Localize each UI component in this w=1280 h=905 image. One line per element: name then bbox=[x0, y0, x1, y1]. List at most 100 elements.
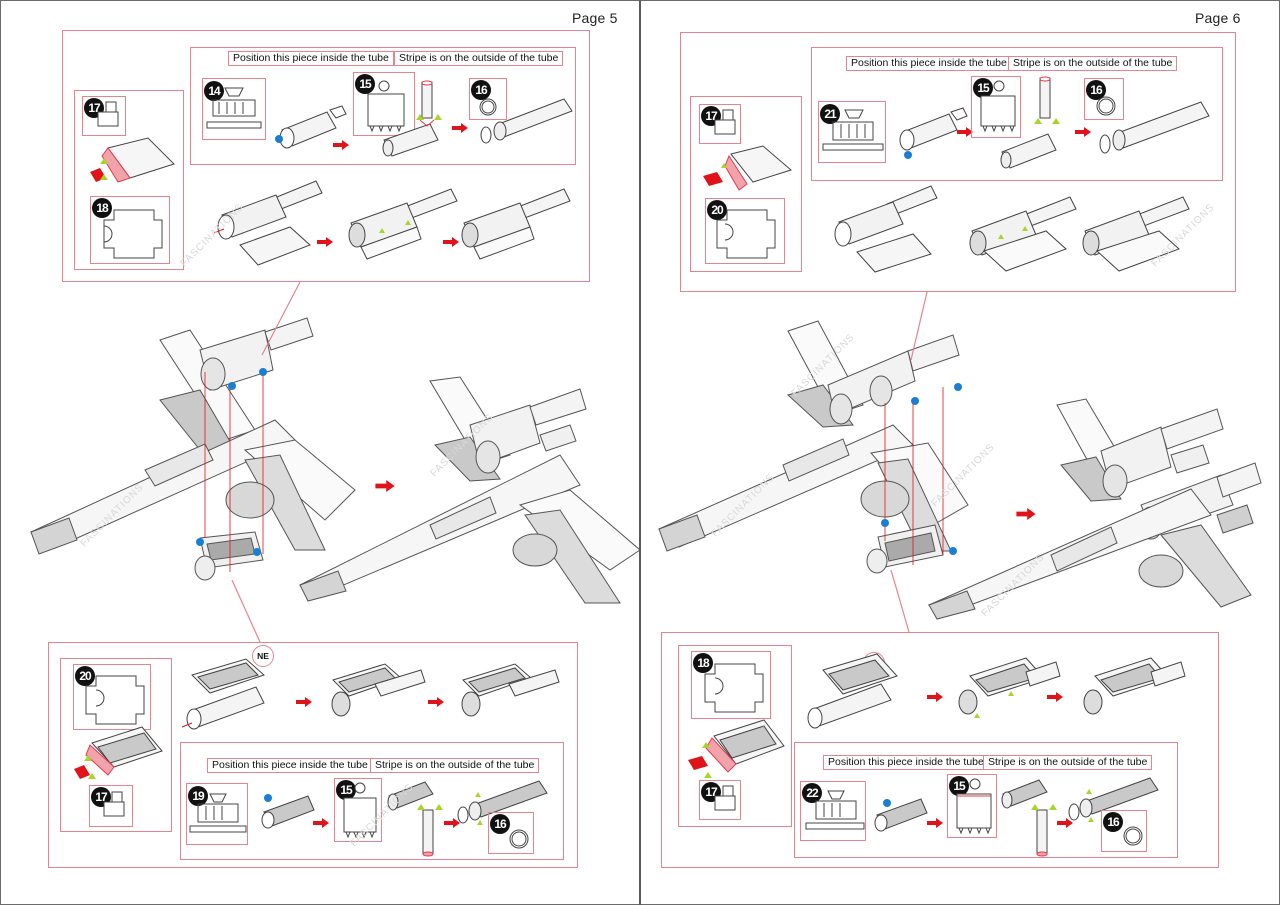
step-badge-16: 16 bbox=[490, 814, 510, 834]
part-21-flat-icon bbox=[822, 109, 884, 151]
side-panel-assembly-drawing bbox=[90, 137, 175, 183]
next-arrow-icon bbox=[375, 480, 395, 492]
part-20-box bbox=[73, 664, 151, 730]
tube-19-drawing bbox=[261, 794, 315, 829]
xwing-assembled-drawing bbox=[298, 376, 641, 604]
stripe-outside-label: Stripe is on the outside of the tube bbox=[394, 51, 564, 66]
bottom-side-panel-callout bbox=[60, 658, 172, 832]
part-20-box bbox=[705, 198, 785, 264]
next-arrow-icon bbox=[1047, 692, 1063, 702]
callout-leader-lines bbox=[231, 281, 301, 643]
callout-leader-lines bbox=[890, 291, 928, 633]
part-18-box bbox=[90, 196, 170, 264]
position-inside-label: Position this piece inside the tube bbox=[228, 51, 394, 66]
next-arrow-icon bbox=[927, 692, 943, 702]
step-badge-18: 18 bbox=[693, 653, 713, 673]
part-15-flat-icon bbox=[980, 80, 1016, 133]
tube-16b-drawing bbox=[1068, 777, 1159, 822]
part-15-box bbox=[353, 72, 415, 136]
part-17-flat-icon bbox=[714, 785, 736, 811]
step-badge-16: 16 bbox=[1086, 80, 1106, 100]
side-panel-callout bbox=[74, 90, 184, 270]
step-badge-18: 18 bbox=[92, 198, 112, 218]
step-badge-14: 14 bbox=[204, 81, 224, 101]
part-19-flat-icon bbox=[189, 793, 247, 833]
tube-assembly-callout bbox=[190, 47, 576, 165]
ne-orientation-marker: NE bbox=[252, 645, 274, 667]
bottom-side-assembly-drawing bbox=[688, 719, 785, 778]
bottom-tube-assembly-callout bbox=[180, 742, 564, 860]
part-16-box bbox=[1084, 78, 1124, 120]
side-panel-callout bbox=[690, 96, 802, 272]
step-badge-16: 16 bbox=[471, 80, 491, 100]
part-14-flat-icon bbox=[206, 87, 262, 129]
next-arrow-icon bbox=[1075, 127, 1091, 137]
next-arrow-icon bbox=[443, 237, 459, 247]
cockpit-bottom-assembly-step-3 bbox=[461, 663, 560, 717]
next-arrow-icon bbox=[444, 818, 460, 828]
stripe-outside-label: Stripe is on the outside of the tube bbox=[370, 758, 540, 773]
page-number: Page 6 bbox=[1195, 10, 1241, 26]
position-inside-label: Position this piece inside the tube bbox=[823, 755, 989, 770]
tube-16-drawing bbox=[480, 98, 573, 144]
engine-assembly-step-3 bbox=[461, 188, 571, 260]
side-panel-assembly-drawing bbox=[703, 145, 793, 191]
top-callout-outer bbox=[680, 32, 1236, 292]
page-6: Page 6 Position this piece inside the tu… bbox=[641, 0, 1280, 905]
step-badge-15: 15 bbox=[949, 776, 969, 796]
part-15-flat-icon bbox=[367, 80, 405, 133]
engine-assembly-step-1 bbox=[834, 185, 938, 273]
part-17-flat-icon bbox=[97, 101, 119, 127]
ring-16-icon bbox=[1096, 96, 1116, 116]
bottom-callout-outer bbox=[48, 642, 578, 868]
part-17-box bbox=[699, 104, 741, 144]
part-17-flat-icon bbox=[103, 791, 125, 817]
ring-16-icon bbox=[479, 98, 497, 116]
tube-16-drawing bbox=[1099, 101, 1210, 154]
part-15b-box bbox=[334, 778, 382, 842]
tube-22-drawing bbox=[874, 798, 928, 832]
next-arrow-icon bbox=[333, 140, 349, 150]
bottom-side-panel-callout bbox=[678, 645, 792, 827]
part-17b-box bbox=[699, 780, 741, 820]
step-badge-15: 15 bbox=[336, 780, 356, 800]
bottom-tube-assembly-callout bbox=[794, 742, 1178, 858]
part-15b-box bbox=[947, 774, 997, 838]
align-dot-blue bbox=[904, 151, 912, 159]
tube-15b-drawing bbox=[387, 781, 443, 857]
part-22-box bbox=[800, 781, 866, 841]
bottom-side-assembly-drawing bbox=[74, 726, 163, 779]
part-16b-box bbox=[488, 812, 534, 854]
engine-assembly-step-2 bbox=[969, 196, 1077, 272]
cockpit-bottom-assembly-step-2 bbox=[331, 663, 426, 717]
engine-assembly-step-1 bbox=[213, 180, 323, 266]
step-badge-15: 15 bbox=[355, 74, 375, 94]
tube-15-drawing bbox=[1000, 76, 1060, 169]
part-15-flat-icon bbox=[956, 778, 992, 835]
top-callout-outer bbox=[62, 30, 590, 282]
next-arrow-icon bbox=[452, 123, 468, 133]
align-dot-blue bbox=[275, 135, 283, 143]
part-15-box bbox=[971, 76, 1021, 138]
ring-16-icon bbox=[509, 829, 529, 849]
next-arrow-icon bbox=[927, 818, 943, 828]
xwing-exploded-view-drawing bbox=[29, 317, 356, 581]
tube-15b-drawing bbox=[1001, 779, 1057, 857]
part-18-box bbox=[691, 651, 771, 719]
tube-16b-drawing bbox=[457, 780, 548, 825]
part-21-box bbox=[818, 101, 886, 163]
page-divider bbox=[639, 0, 641, 905]
engine-assembly-step-2 bbox=[348, 188, 458, 260]
part-14-box bbox=[202, 78, 266, 140]
cockpit-bottom-assembly-step-1 bbox=[807, 653, 898, 729]
page-number: Page 5 bbox=[572, 10, 618, 26]
part-16-box bbox=[469, 78, 507, 120]
part-18-flat-icon bbox=[103, 209, 163, 259]
tube-21-drawing bbox=[899, 107, 968, 151]
tube-15-drawing bbox=[382, 80, 442, 157]
stripe-outside-label: Stripe is on the outside of the tube bbox=[983, 755, 1153, 770]
step-badge-15: 15 bbox=[973, 78, 993, 98]
next-arrow-icon bbox=[296, 697, 312, 707]
cockpit-bottom-assembly-step-3 bbox=[1083, 657, 1186, 715]
part-18-flat-icon bbox=[704, 663, 764, 713]
